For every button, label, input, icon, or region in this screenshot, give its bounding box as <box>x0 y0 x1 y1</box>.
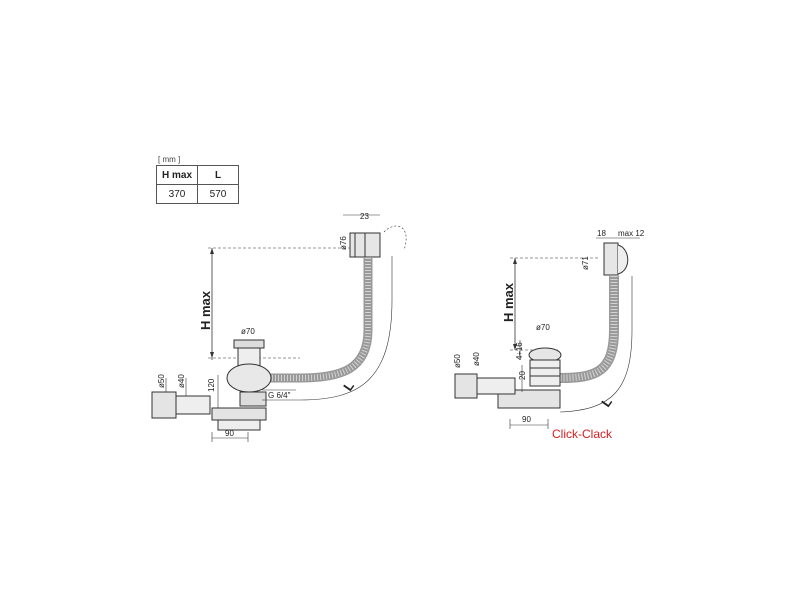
left-trap-base <box>211 407 267 421</box>
left-dim-thread: G 6/4" <box>268 391 291 400</box>
left-dim-d70: ø70 <box>241 327 255 336</box>
right-dim-20: 20 <box>518 371 527 380</box>
dimensions-table: H max L 370 570 <box>156 165 239 204</box>
left-dim-d50: ø50 <box>157 374 166 388</box>
left-outlet-pipe <box>151 391 177 419</box>
right-dim-90: 90 <box>522 415 531 424</box>
value-h-max: 370 <box>156 184 198 204</box>
right-dim-4-16: 4÷16 <box>515 342 524 360</box>
right-overflow-cap <box>603 242 619 276</box>
right-l-label: L <box>598 395 615 410</box>
right-drain-body <box>529 359 561 387</box>
left-l-label: L <box>340 379 357 394</box>
left-drain-body <box>226 363 272 393</box>
right-dim-d40: ø40 <box>472 352 481 366</box>
left-hmax-label: H max <box>198 290 213 330</box>
left-dim-90: 90 <box>225 429 234 438</box>
click-clack-caption: Click-Clack <box>552 427 613 441</box>
right-dim-d50: ø50 <box>453 354 462 368</box>
left-dim-d76: ø76 <box>339 236 348 250</box>
right-outlet-pipe <box>454 373 478 399</box>
unit-label: [ mm ] <box>158 155 181 164</box>
left-bath-waste-drawing <box>151 214 407 442</box>
left-overflow-hose <box>262 258 373 383</box>
right-click-clack-drawing <box>454 237 640 429</box>
right-hmax-label: H max <box>501 282 516 322</box>
right-dim-max12: max 12 <box>618 229 645 238</box>
right-dim-d70: ø70 <box>536 323 550 332</box>
right-dim-18: 18 <box>597 229 606 238</box>
right-overflow-hose <box>559 276 619 383</box>
left-dim-120: 120 <box>207 378 216 392</box>
right-dim-d71: ø71 <box>581 256 590 270</box>
left-dim-23: 23 <box>360 212 369 221</box>
left-dim-d40: ø40 <box>177 374 186 388</box>
left-drain-plug <box>233 339 265 349</box>
value-l: 570 <box>197 184 239 204</box>
